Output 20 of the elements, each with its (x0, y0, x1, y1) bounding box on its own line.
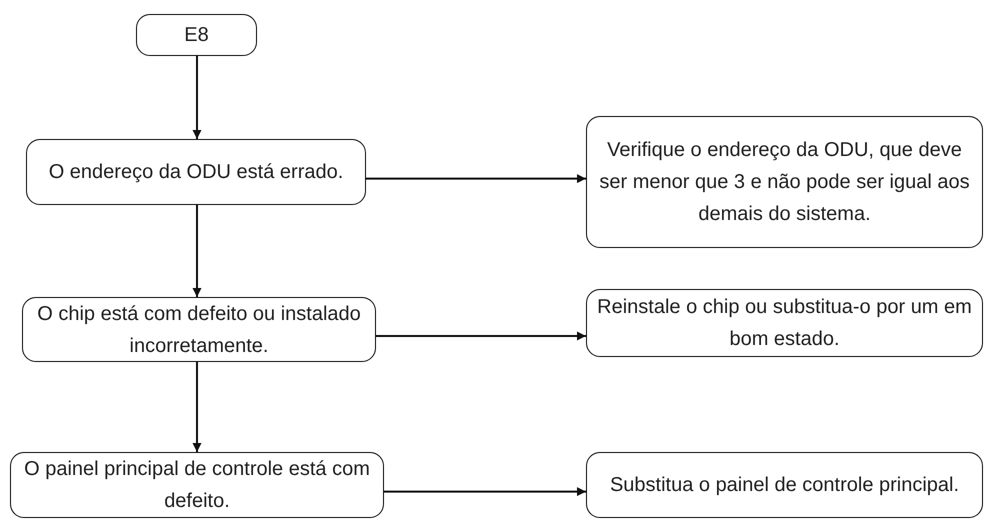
arrow (376, 332, 586, 340)
box-text: Reinstale o chip ou substitua-o por um em bom estado. (596, 295, 973, 352)
arrow (192, 362, 202, 452)
process-box (22, 297, 376, 362)
process-box (136, 14, 257, 56)
arrow (384, 487, 586, 496)
box-text: E8 (184, 23, 209, 48)
box-text: O painel principal de controle está com defeito. (23, 457, 371, 514)
box-text: O endereço da ODU está errado. (48, 160, 344, 185)
box-text: Verifique o endereço da ODU, que deve ser menor que 3 e não pode ser igual aos demais do sistema. (598, 138, 971, 227)
arrow (192, 205, 202, 297)
process-box (586, 452, 983, 518)
process-box (10, 452, 384, 518)
process-box (586, 289, 983, 357)
box-text: Substitua o painel de controle principal. (610, 473, 960, 498)
arrow (192, 56, 202, 139)
process-box (586, 116, 983, 248)
process-box (26, 139, 366, 205)
arrow (366, 174, 586, 184)
box-text: O chip está com defeito ou instalado incorretamente. (36, 302, 362, 358)
